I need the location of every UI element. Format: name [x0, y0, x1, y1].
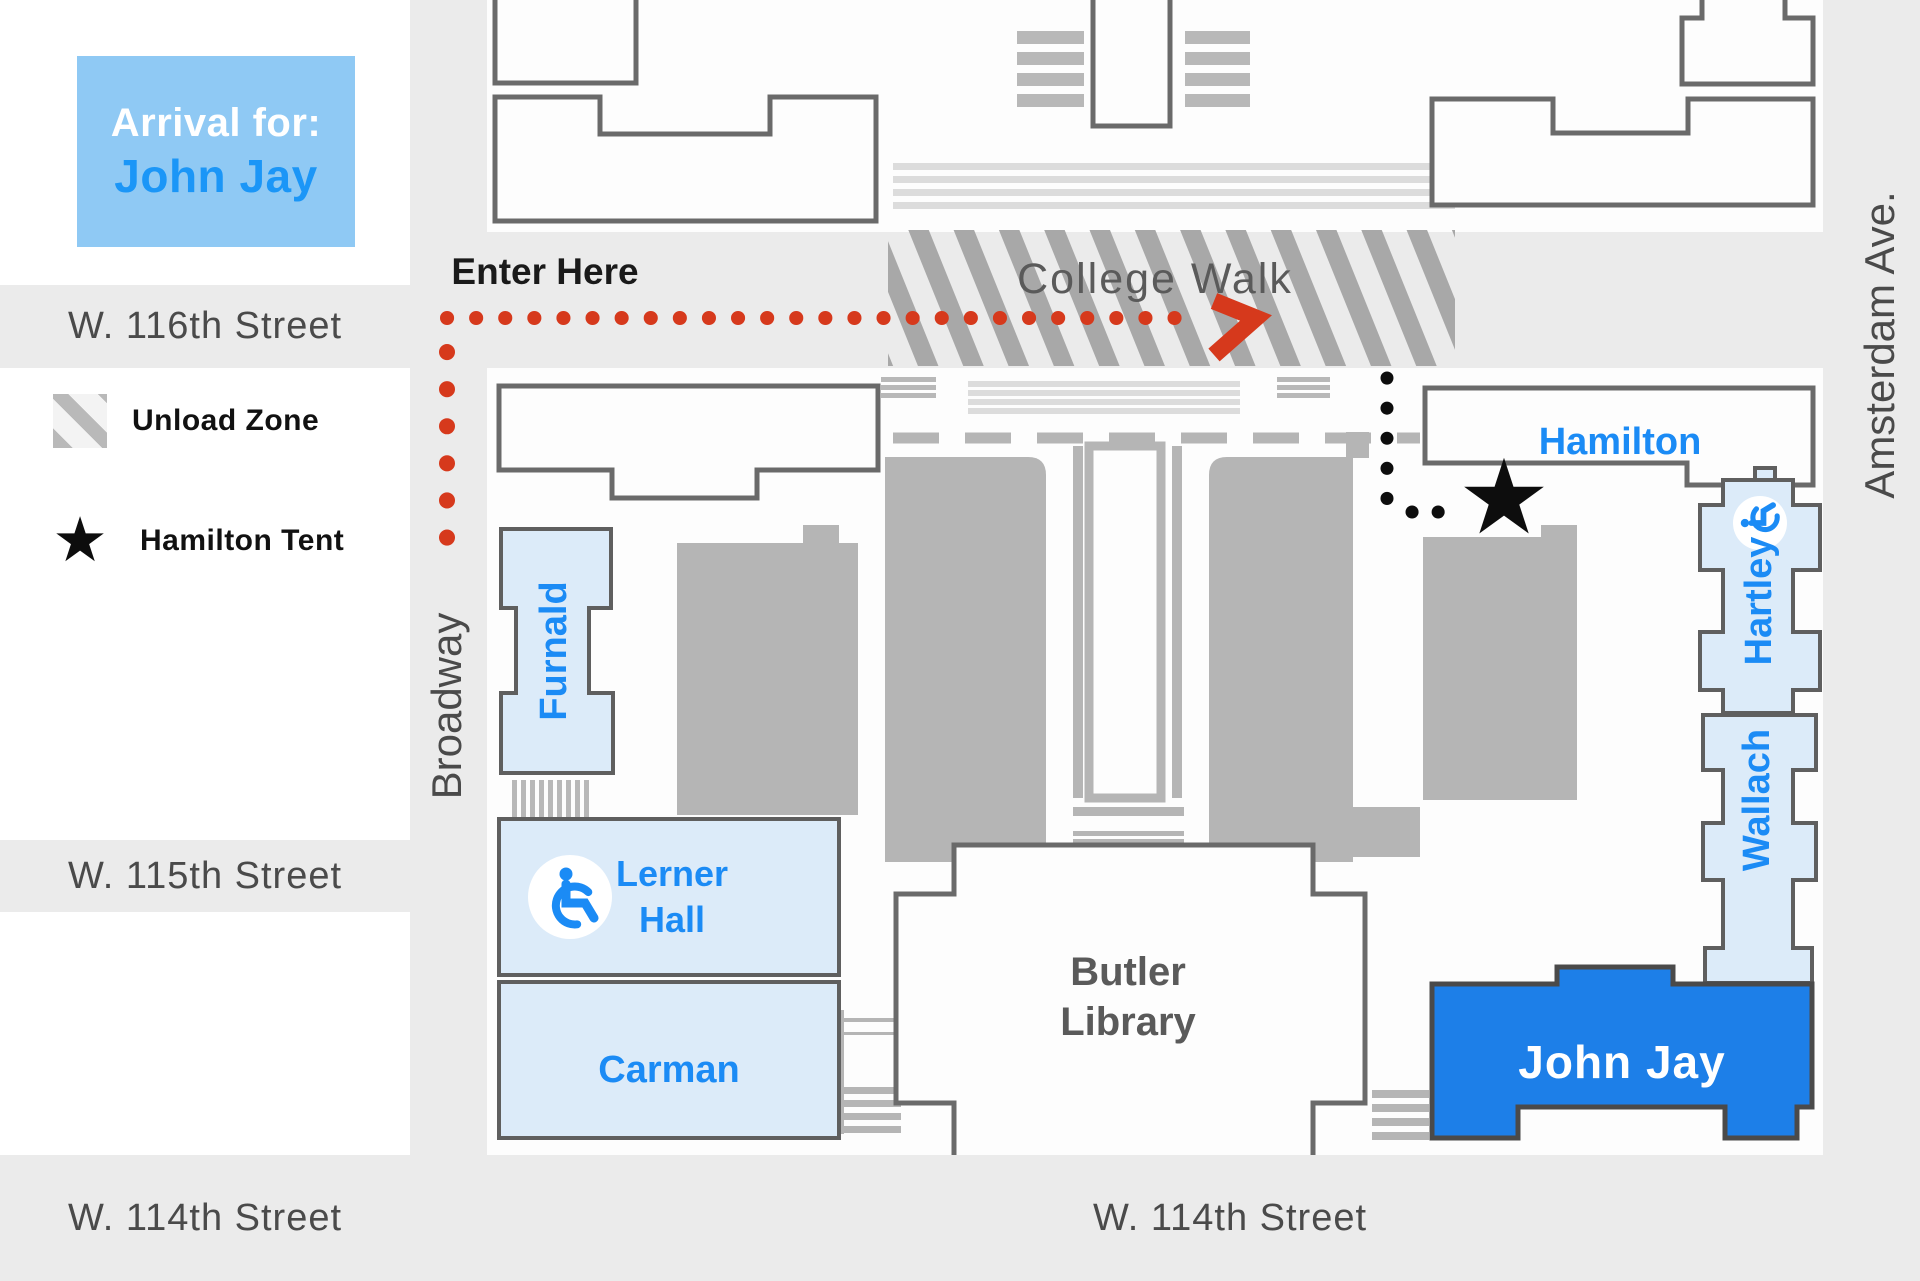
- w114-street-label-map: W. 114th Street: [1092, 1197, 1368, 1239]
- route-red-arrow: [1208, 293, 1272, 362]
- building-northeast-small: [1679, 0, 1816, 87]
- hartley-accessible-entrance: [1733, 496, 1787, 550]
- lawn-center-left: [885, 457, 1046, 862]
- furnald-label: Furnald: [533, 581, 575, 720]
- hamilton-label: Hamilton: [1539, 421, 1702, 463]
- building-northwest-small: [492, 0, 639, 86]
- hamilton-tent-label: Hamilton Tent: [140, 524, 345, 557]
- walkway-center: [1084, 441, 1166, 803]
- wallach-label: Wallach: [1736, 729, 1778, 871]
- lerner-accessible-entrance: [528, 855, 612, 939]
- street-band-116: W. 116th Street: [0, 285, 410, 368]
- broadway-label: Broadway: [423, 613, 470, 800]
- tent-star-icon: ★: [52, 506, 108, 575]
- butler-label-line2: Library: [1060, 1000, 1196, 1044]
- street-band-115: W. 115th Street: [0, 840, 410, 912]
- arrival-title: Arrival for:: [110, 100, 322, 145]
- john-jay-label: John Jay: [1518, 1036, 1725, 1088]
- building-west-courtyard: [496, 383, 881, 501]
- pavement-stripes-south: [968, 381, 1240, 414]
- legend-unload-zone: Unload Zone: [0, 388, 410, 454]
- lerner-label-line1: Lerner: [616, 853, 728, 894]
- lawn-west: [677, 525, 858, 815]
- w114-street-label-left: W. 114th Street: [67, 1197, 343, 1239]
- building-north-u-right: [1429, 96, 1816, 208]
- furnald-stairs: [512, 780, 589, 819]
- building-north-u-left: [492, 94, 879, 224]
- street-band-114: W. 114th Street W. 114th Street: [0, 1155, 1920, 1281]
- john-jay-building: [1429, 964, 1815, 1141]
- wheelchair-icon: [1740, 502, 1780, 533]
- residence-buildings: [497, 466, 1822, 1140]
- amsterdam-ave-label: Amsterdam Ave.: [1856, 191, 1903, 498]
- carman-butler-gate: [841, 1010, 901, 1134]
- w116-street-label: W. 116th Street: [67, 305, 343, 347]
- arrival-destination: John Jay: [114, 149, 318, 202]
- carman-building: [497, 980, 841, 1140]
- walkway-bar-right: [1172, 446, 1182, 798]
- college-walk-label: College Walk: [1017, 255, 1293, 303]
- building-north-center: [1090, 0, 1173, 129]
- pavement-stripes-north: [893, 163, 1455, 209]
- butler-johnjay-steps: [1372, 1090, 1429, 1140]
- outline-buildings: [492, 0, 1816, 1167]
- walkway-bar-left: [1073, 446, 1083, 798]
- legend-hamilton-tent: ★ Hamilton Tent: [0, 505, 410, 577]
- carman-label: Carman: [598, 1049, 740, 1091]
- lawn-hamilton: [1423, 525, 1577, 800]
- lerner-label-line2: Hall: [639, 899, 705, 940]
- steps-south-small: [881, 377, 1330, 398]
- unload-zone-label: Unload Zone: [132, 404, 320, 437]
- enter-here-label: Enter Here: [451, 251, 638, 292]
- hartley-label: Hartley: [1738, 537, 1780, 666]
- furnald-building: [499, 527, 615, 775]
- hamilton-tent-star: ★: [1457, 440, 1550, 556]
- arrival-callout: Arrival for: John Jay: [77, 56, 355, 247]
- lawn-center-right-tab: [1346, 432, 1369, 458]
- wheelchair-icon: [551, 867, 599, 929]
- college-walk-unload-zone: [888, 230, 1455, 366]
- unload-zone-swatch-icon: [53, 394, 107, 448]
- hamilton-building: [1422, 385, 1816, 488]
- w115-street-label: W. 115th Street: [67, 854, 343, 897]
- steps-north-plaza: [1017, 31, 1250, 107]
- butler-label-line1: Butler: [1070, 950, 1186, 994]
- sidebar: Arrival for: John Jay W. 116th Street Un…: [0, 0, 410, 1155]
- lawn-center-right: [1209, 457, 1420, 862]
